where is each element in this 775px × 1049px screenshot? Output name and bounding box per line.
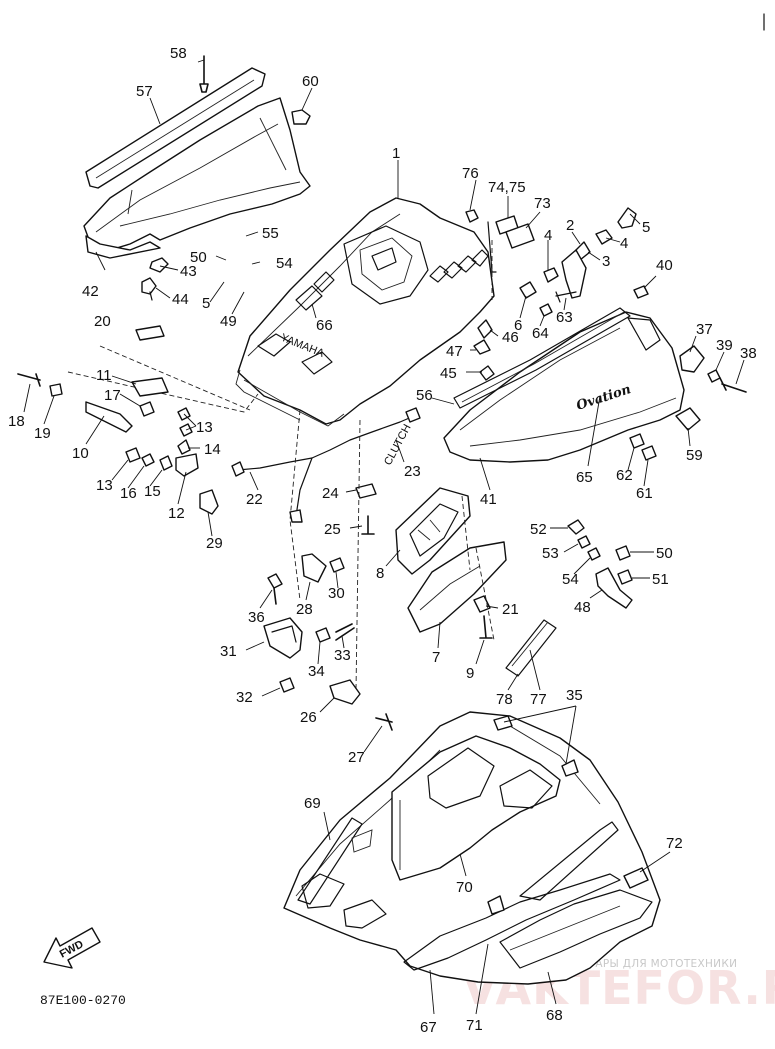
drawing-code: 87E100-0270 <box>40 993 126 1008</box>
callout-19: 19 <box>34 425 51 442</box>
callout-51: 51 <box>652 571 669 588</box>
callout-20: 20 <box>94 313 111 330</box>
callout-55: 55 <box>262 225 279 242</box>
callout-64: 64 <box>532 325 549 342</box>
callout-39: 39 <box>716 337 733 354</box>
lower-cowl <box>283 711 661 985</box>
callout-68: 68 <box>546 1007 563 1024</box>
callout-27: 27 <box>348 749 365 766</box>
callout-labels: 58 57 60 1 76 74,75 73 2 5 4 4 3 55 50 5… <box>8 45 757 1036</box>
hood-hinge-hardware <box>465 207 649 355</box>
callout-6: 6 <box>514 317 522 334</box>
callout-58: 58 <box>170 45 187 62</box>
callout-47: 47 <box>446 343 463 360</box>
callout-8: 8 <box>376 565 384 582</box>
callout-45: 45 <box>440 365 457 382</box>
callout-32: 32 <box>236 689 253 706</box>
callout-50-left: 50 <box>190 249 207 266</box>
callout-10: 10 <box>72 445 89 462</box>
hood: YAMAHA <box>235 197 495 427</box>
callout-49: 49 <box>220 313 237 330</box>
callout-4-right: 4 <box>620 235 628 252</box>
callout-54-right: 54 <box>562 571 579 588</box>
callout-43: 43 <box>180 263 197 280</box>
callout-48: 48 <box>574 599 591 616</box>
callout-31: 31 <box>220 643 237 660</box>
callout-7: 7 <box>432 649 440 666</box>
callout-77: 77 <box>530 691 547 708</box>
callout-28: 28 <box>296 601 313 618</box>
latch-hardware <box>17 325 259 515</box>
callout-2: 2 <box>566 217 574 234</box>
callout-21: 21 <box>502 601 519 618</box>
callout-26: 26 <box>300 709 317 726</box>
callout-4-left: 4 <box>544 227 552 244</box>
callout-36: 36 <box>248 609 265 626</box>
callout-40: 40 <box>656 257 673 274</box>
callout-65: 65 <box>576 469 593 486</box>
callout-41: 41 <box>480 491 497 508</box>
callout-59: 59 <box>686 447 703 464</box>
callout-46: 46 <box>502 329 519 346</box>
callout-12: 12 <box>168 505 185 522</box>
callout-30: 30 <box>328 585 345 602</box>
forward-arrow-icon: FWD <box>43 927 101 969</box>
cable-and-harness: CLUTCH <box>231 407 421 535</box>
callout-63: 63 <box>556 309 573 326</box>
callout-25: 25 <box>324 521 341 538</box>
callout-71: 71 <box>466 1017 483 1034</box>
callout-29: 29 <box>206 535 223 552</box>
bracket-hardware-right <box>567 519 633 609</box>
callout-60: 60 <box>302 73 319 90</box>
callout-24: 24 <box>322 485 339 502</box>
callout-66: 66 <box>316 317 333 334</box>
leader-lines <box>23 59 745 1015</box>
callout-42: 42 <box>82 283 99 300</box>
callout-69: 69 <box>304 795 321 812</box>
callout-1: 1 <box>392 145 400 162</box>
callout-61: 61 <box>636 485 653 502</box>
callout-54-left: 54 <box>276 255 293 272</box>
stay-hardware <box>263 409 393 731</box>
callout-16: 16 <box>120 485 137 502</box>
callout-78: 78 <box>496 691 513 708</box>
callout-35: 35 <box>566 687 583 704</box>
callout-9: 9 <box>466 665 474 682</box>
callout-57: 57 <box>136 83 153 100</box>
callout-13-lower: 13 <box>96 477 113 494</box>
callout-37: 37 <box>696 321 713 338</box>
callout-34: 34 <box>308 663 325 680</box>
callout-5-left: 5 <box>202 295 210 312</box>
callout-53: 53 <box>542 545 559 562</box>
callout-18: 18 <box>8 413 25 430</box>
callout-14: 14 <box>204 441 221 458</box>
callout-52: 52 <box>530 521 547 538</box>
callout-23: 23 <box>404 463 421 480</box>
callout-74-75: 74,75 <box>488 179 526 196</box>
callout-72: 72 <box>666 835 683 852</box>
callout-73: 73 <box>534 195 551 212</box>
callout-67: 67 <box>420 1019 437 1036</box>
callout-56: 56 <box>416 387 433 404</box>
callout-62: 62 <box>616 467 633 484</box>
callout-76: 76 <box>462 165 479 182</box>
callout-22: 22 <box>246 491 263 508</box>
side-panel: Ovation <box>443 307 747 463</box>
callout-11: 11 <box>96 367 112 384</box>
callout-3: 3 <box>602 253 610 270</box>
callout-70: 70 <box>456 879 473 896</box>
callout-33: 33 <box>334 647 351 664</box>
air-duct <box>395 487 557 677</box>
callout-5-top: 5 <box>642 219 650 236</box>
callout-44: 44 <box>172 291 189 308</box>
callout-17: 17 <box>104 387 121 404</box>
callout-13-upper: 13 <box>196 419 213 436</box>
callout-38: 38 <box>740 345 757 362</box>
callout-50-right: 50 <box>656 545 673 562</box>
windshield-assembly <box>83 55 311 301</box>
callout-15: 15 <box>144 483 161 500</box>
